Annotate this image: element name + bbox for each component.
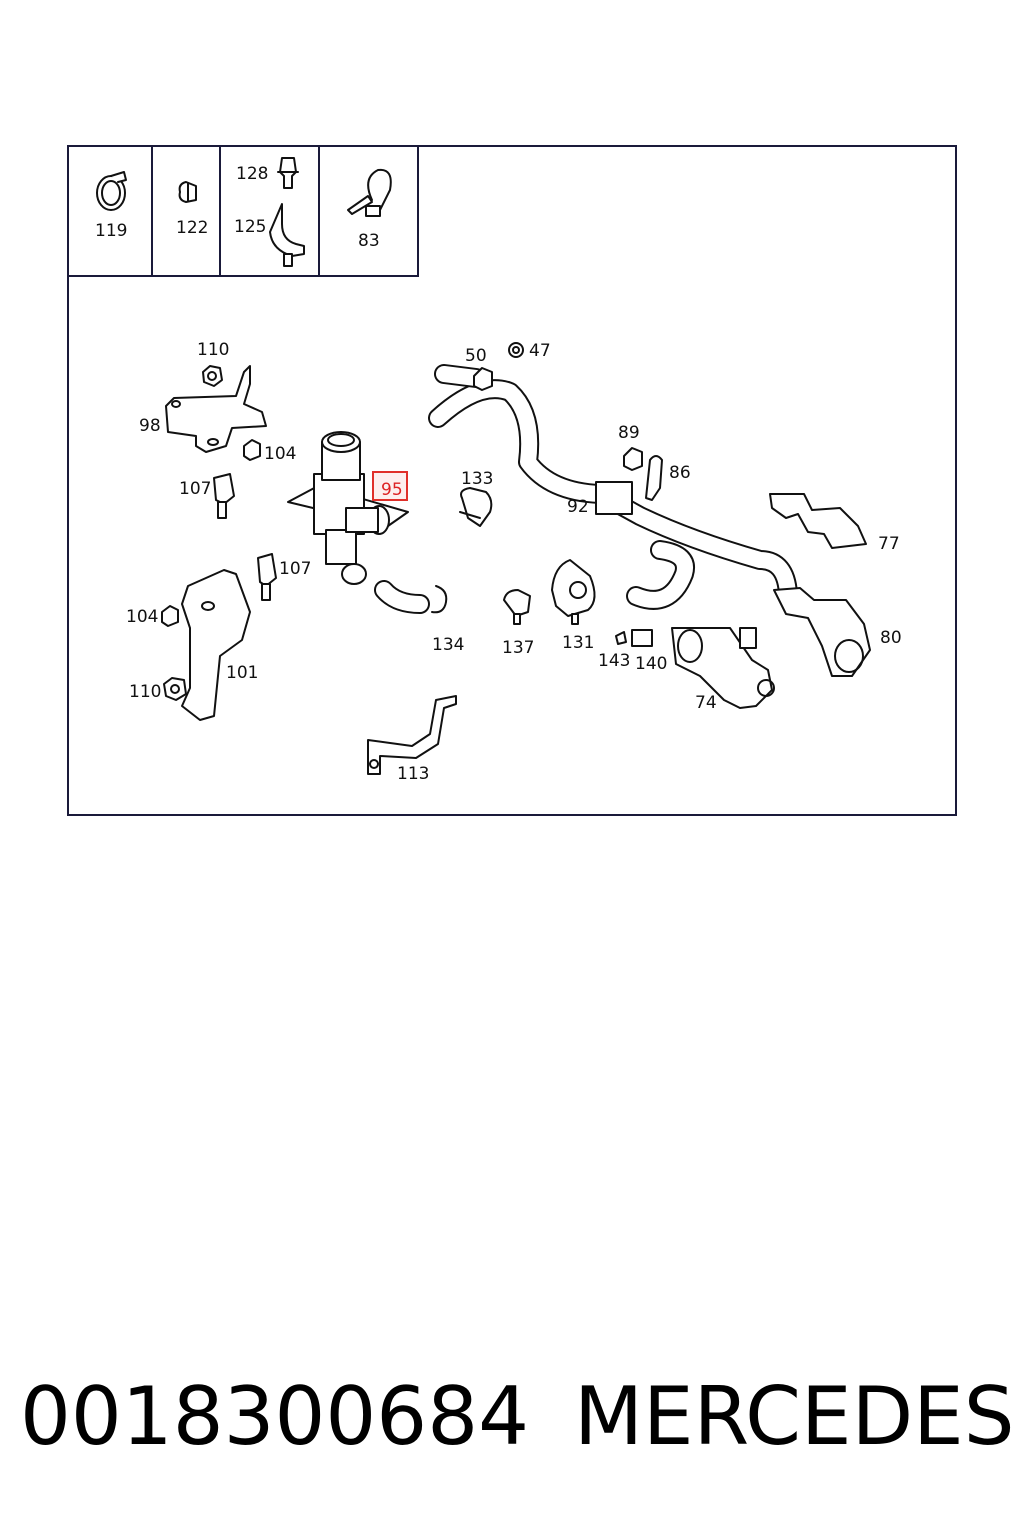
label-110-lower: 110 bbox=[129, 682, 161, 702]
valve-unit-95 bbox=[287, 431, 409, 585]
label-107-lower: 107 bbox=[279, 559, 311, 579]
label-133: 133 bbox=[461, 469, 493, 489]
nut-110-lower bbox=[163, 677, 187, 701]
label-101: 101 bbox=[226, 663, 258, 683]
label-77: 77 bbox=[878, 534, 900, 554]
brand-caption: MERCEDES bbox=[574, 1370, 1015, 1463]
plug-143 bbox=[615, 631, 627, 645]
label-80: 80 bbox=[880, 628, 902, 648]
label-143: 143 bbox=[598, 651, 630, 671]
label-107-upper: 107 bbox=[179, 479, 211, 499]
bracket-80 bbox=[773, 587, 871, 677]
label-104-upper: 104 bbox=[264, 444, 296, 464]
nut-104-upper bbox=[243, 439, 261, 461]
push-clip-icon bbox=[277, 157, 299, 189]
inset-label-122: 122 bbox=[176, 218, 208, 238]
inset-label-128: 128 bbox=[236, 164, 268, 184]
label-134: 134 bbox=[432, 635, 464, 655]
hose-clamp-icon bbox=[96, 171, 127, 211]
bracket-113 bbox=[367, 695, 457, 775]
inset-label-83: 83 bbox=[358, 231, 380, 251]
washer-47 bbox=[508, 342, 524, 358]
label-95: 95 bbox=[381, 480, 403, 500]
nut-89 bbox=[623, 447, 643, 471]
highlight-box-95 bbox=[372, 471, 408, 501]
label-140: 140 bbox=[635, 654, 667, 674]
bracket-131 bbox=[551, 559, 596, 625]
diagram-frame bbox=[67, 145, 957, 816]
water-pump-74 bbox=[671, 627, 775, 709]
inset-label-125: 125 bbox=[234, 217, 266, 237]
label-47: 47 bbox=[529, 341, 551, 361]
inset-panel: 119 122 128 125 83 bbox=[67, 145, 419, 277]
label-98: 98 bbox=[139, 416, 161, 436]
sleeve-92 bbox=[595, 481, 633, 515]
label-86: 86 bbox=[669, 463, 691, 483]
bracket-77 bbox=[769, 493, 867, 549]
bracket-98 bbox=[165, 365, 267, 453]
nut-104-lower bbox=[161, 605, 179, 627]
nut-110-upper bbox=[202, 365, 223, 387]
label-113: 113 bbox=[397, 764, 429, 784]
connector-107-lower bbox=[257, 553, 277, 601]
clamp-137 bbox=[503, 589, 531, 625]
loop-clamp-icon bbox=[347, 168, 392, 217]
clamp-133 bbox=[459, 487, 493, 527]
label-50: 50 bbox=[465, 346, 487, 366]
label-92: 92 bbox=[567, 497, 589, 517]
nut-50 bbox=[473, 367, 493, 391]
connector-107-upper bbox=[213, 473, 235, 519]
connector-140 bbox=[631, 629, 653, 647]
inset-label-119: 119 bbox=[95, 221, 127, 241]
label-110-upper: 110 bbox=[197, 340, 229, 360]
spring-clip-icon bbox=[178, 181, 197, 203]
cable-tie-icon bbox=[269, 203, 305, 267]
part-number-caption: 0018300684 bbox=[20, 1370, 529, 1463]
highlight-fill-95 bbox=[374, 473, 406, 499]
label-74: 74 bbox=[695, 693, 717, 713]
bracket-101 bbox=[181, 569, 251, 721]
label-131: 131 bbox=[562, 633, 594, 653]
label-137: 137 bbox=[502, 638, 534, 658]
label-104-lower: 104 bbox=[126, 607, 158, 627]
bracket-86 bbox=[645, 455, 663, 501]
label-89: 89 bbox=[618, 423, 640, 443]
